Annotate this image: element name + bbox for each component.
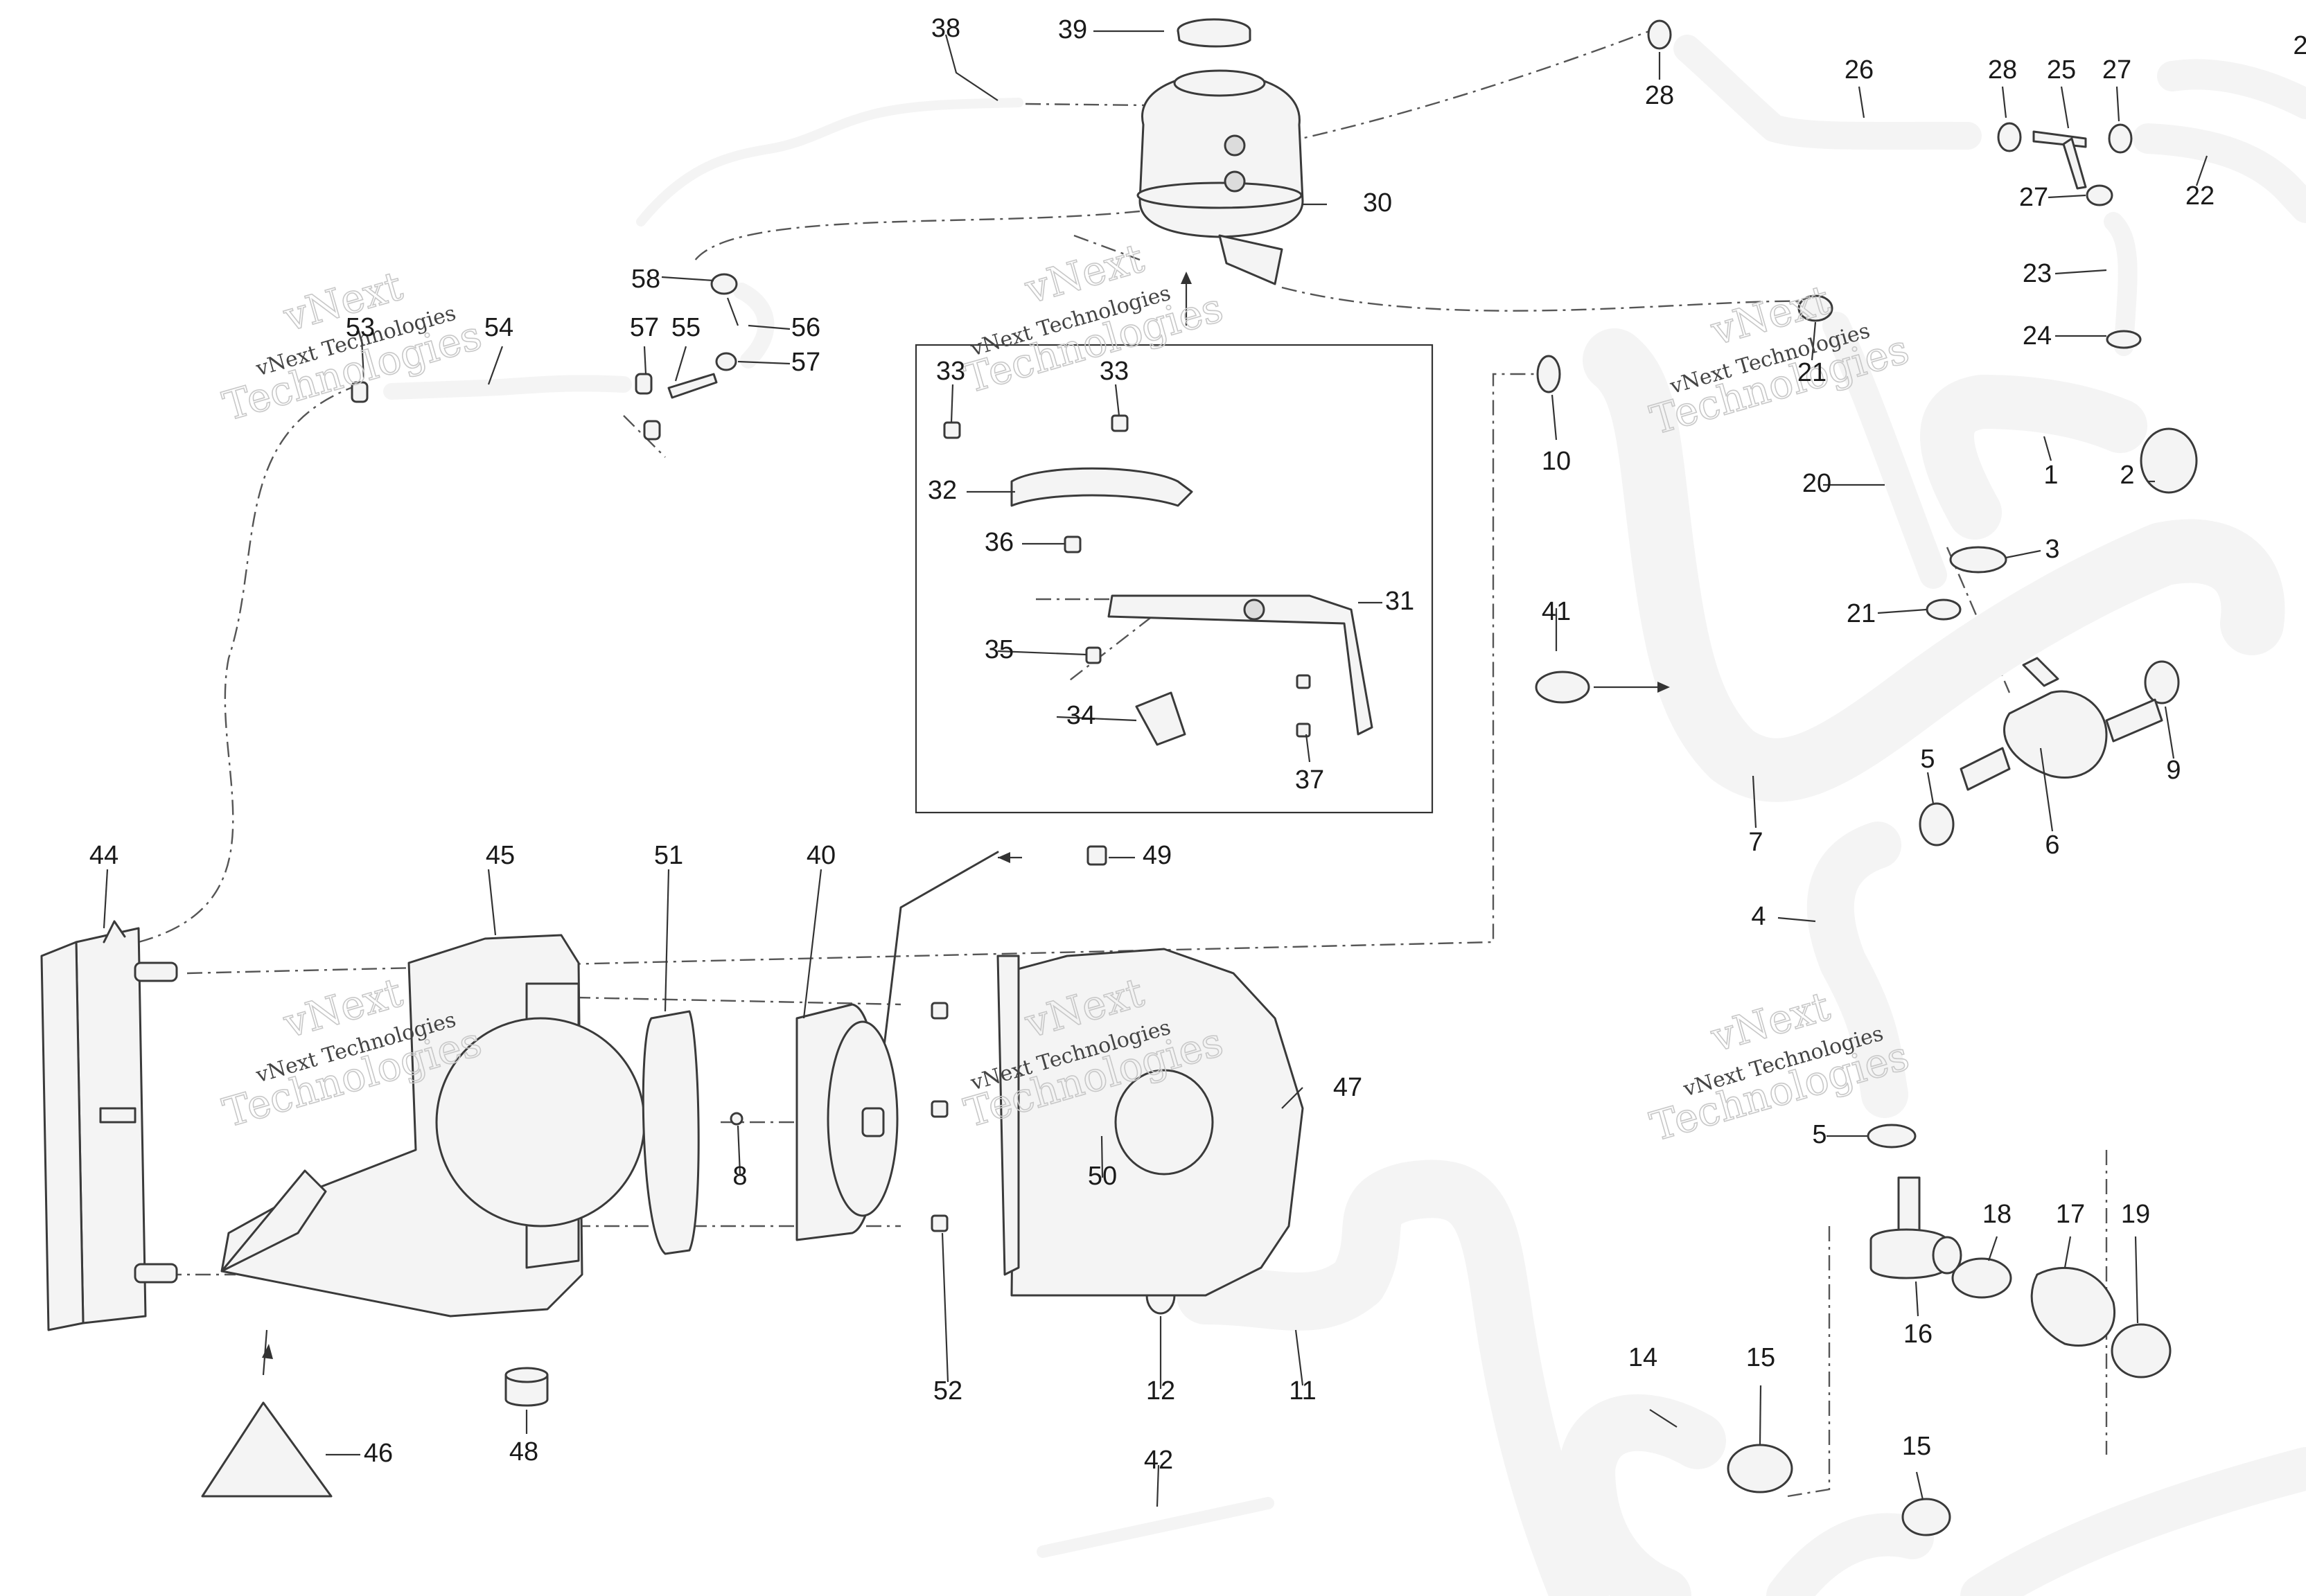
callout-6: 6 [2045, 831, 2059, 860]
hose-4 [1806, 822, 1908, 1118]
callout-28-right: 28 [1988, 55, 2017, 85]
callout-5-lower: 5 [1812, 1120, 1827, 1149]
callout-23: 23 [2023, 259, 2052, 288]
bracket-inset-box [915, 344, 1434, 814]
callout-20: 20 [1802, 469, 1831, 498]
hose-26 [1673, 35, 1982, 150]
callout-56: 56 [791, 313, 820, 342]
callout-17: 17 [2056, 1200, 2085, 1229]
callout-40: 40 [807, 841, 836, 870]
callout-10: 10 [1542, 447, 1571, 476]
coolant-reservoir-30 [1136, 69, 1304, 285]
callout-26: 26 [1845, 55, 1874, 85]
callout-1: 1 [2043, 461, 2058, 490]
callout-49: 49 [1143, 841, 1172, 870]
callout-27-lower: 27 [2019, 183, 2048, 212]
callout-19: 19 [2121, 1200, 2150, 1229]
callout-42: 42 [1144, 1446, 1173, 1475]
callout-3: 3 [2045, 535, 2059, 564]
callout-35: 35 [985, 635, 1014, 664]
reservoir-cap-39 [1177, 18, 1251, 48]
callout-38: 38 [931, 14, 960, 43]
callout-52: 52 [933, 1376, 962, 1406]
hose-7 [1583, 328, 2285, 802]
callout-16: 16 [1903, 1320, 1933, 1349]
thermostat-housing-6 [1960, 657, 2163, 791]
fan-wire [879, 851, 999, 1082]
callout-55: 55 [671, 313, 701, 342]
callout-5-upper: 5 [1920, 745, 1935, 774]
callout-14: 14 [1628, 1343, 1657, 1372]
small-hose-54 [383, 375, 632, 400]
callout-9: 9 [2166, 756, 2181, 785]
callout-36: 36 [985, 528, 1014, 557]
callout-2: 2 [2120, 461, 2134, 490]
callout-27-upper: 27 [2102, 55, 2131, 85]
callout-33-left: 33 [936, 357, 965, 386]
overflow-hose-38 [636, 98, 1023, 227]
callout-28-left: 28 [1645, 81, 1674, 110]
callout-30: 30 [1363, 188, 1392, 218]
callout-37: 37 [1295, 765, 1324, 795]
callout-32: 32 [928, 476, 957, 505]
watermark-1: vNext vNext Technologies Technologies [218, 261, 487, 430]
leader-lines [103, 30, 2208, 1507]
strap-42 [1037, 1497, 1274, 1558]
hose-22 [2133, 59, 2306, 223]
tee-fitting-16 [1869, 1176, 1962, 1279]
callout-58: 58 [631, 265, 660, 294]
callout-7: 7 [1748, 828, 1763, 857]
callout-54: 54 [484, 313, 513, 342]
callout-34: 34 [1066, 701, 1095, 730]
callout-53: 53 [346, 313, 375, 342]
callout-21-upper: 21 [1797, 358, 1827, 387]
callout-24: 24 [2023, 321, 2052, 351]
callout-47: 47 [1333, 1073, 1362, 1102]
callout-25: 25 [2047, 55, 2076, 85]
radiator-44 [40, 920, 178, 1331]
hose-11 [1177, 1160, 1609, 1596]
watermark-2: vNext vNext Technologies Technologies [959, 233, 1229, 402]
callout-51: 51 [654, 841, 683, 870]
callout-41: 41 [1542, 597, 1571, 626]
callout-39: 39 [1058, 15, 1087, 44]
callout-45: 45 [486, 841, 515, 870]
callout-46: 46 [364, 1439, 393, 1468]
gasket-51 [642, 1010, 700, 1255]
callout-33-right: 33 [1100, 357, 1129, 386]
shield-47 [996, 948, 1304, 1297]
callout-labels: 1 2 3 4 5 5 6 7 8 9 10 11 12 14 15 15 16… [89, 14, 2306, 1475]
fan-motor-40 [795, 1003, 899, 1241]
elbow-hose-56 [733, 283, 775, 369]
hose-1 [1920, 375, 2147, 540]
callout-57-right: 57 [791, 348, 820, 377]
callout-8: 8 [732, 1162, 747, 1191]
callout-21-lower: 21 [1847, 599, 1876, 628]
callout-12: 12 [1146, 1376, 1175, 1406]
callout-18: 18 [1982, 1200, 2012, 1229]
callout-50: 50 [1088, 1162, 1117, 1191]
hose-23 [2104, 212, 2138, 356]
hose-lower-right [1766, 1447, 2306, 1596]
callout-15-lower: 15 [1902, 1432, 1931, 1461]
callout-11: 11 [1289, 1376, 1316, 1406]
triangle-46 [201, 1401, 333, 1498]
callout-15-upper: 15 [1746, 1343, 1775, 1372]
hoses [383, 35, 2306, 1596]
callout-48: 48 [509, 1437, 538, 1466]
callout-2-edge: 2 [2293, 31, 2306, 60]
hose-20 [1822, 312, 1947, 589]
callout-57-left: 57 [630, 313, 659, 342]
hose-14 [1558, 1394, 1726, 1596]
callout-31: 31 [1385, 587, 1414, 616]
fan-shroud-45 [220, 934, 646, 1318]
callout-44: 44 [89, 841, 118, 870]
callout-4: 4 [1751, 902, 1766, 931]
callout-22: 22 [2185, 181, 2215, 211]
brackets [943, 414, 1373, 746]
